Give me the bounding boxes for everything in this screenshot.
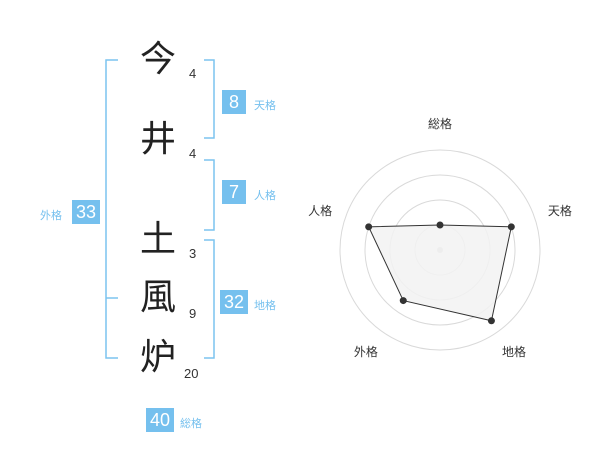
jinkaku-bracket (204, 159, 215, 231)
radar-axis-label: 天格 (548, 203, 572, 218)
tenkaku-value: 8 (222, 90, 246, 114)
stroke-count-5: 20 (184, 366, 199, 381)
gaikaku-label: 外格 (40, 209, 62, 222)
radar-axis-label: 人格 (308, 203, 332, 218)
radar-grid-ring (364, 174, 516, 326)
tenkaku-bracket (204, 59, 215, 139)
name-char-4: 風 (139, 277, 176, 318)
stroke-count-2: 4 (189, 146, 197, 161)
chikaku-value: 32 (220, 290, 248, 314)
stroke-count-1: 4 (189, 66, 197, 81)
chikaku-bracket (204, 239, 215, 359)
radar-grid-ring (339, 149, 541, 351)
name-char-2: 井 (139, 119, 176, 160)
radar-axis-label: 総格 (428, 116, 452, 131)
soukaku-value: 40 (146, 408, 174, 432)
name-char-1: 今 (139, 39, 176, 80)
soukaku-label: 総格 (180, 417, 202, 430)
radar-point-5 (365, 223, 373, 231)
stroke-count-3: 3 (189, 246, 197, 261)
name-char-5: 炉 (139, 337, 176, 378)
name-char-3: 土 (139, 219, 176, 260)
stroke-count-4: 9 (189, 306, 197, 321)
radar-axis-label: 地格 (502, 344, 526, 359)
radar-point-4 (399, 297, 407, 305)
tenkaku-label: 天格 (254, 99, 276, 112)
radar-point-3 (487, 317, 495, 325)
jinkaku-label: 人格 (254, 189, 276, 202)
gaikaku-value: 33 (72, 200, 100, 224)
radar-series-area (367, 224, 512, 322)
radar-point-2 (507, 223, 515, 231)
radar-axis-label: 外格 (354, 344, 378, 359)
chikaku-label: 地格 (254, 299, 276, 312)
gaikaku-bracket (105, 59, 118, 359)
radar-point-1 (436, 221, 444, 229)
jinkaku-value: 7 (222, 180, 246, 204)
